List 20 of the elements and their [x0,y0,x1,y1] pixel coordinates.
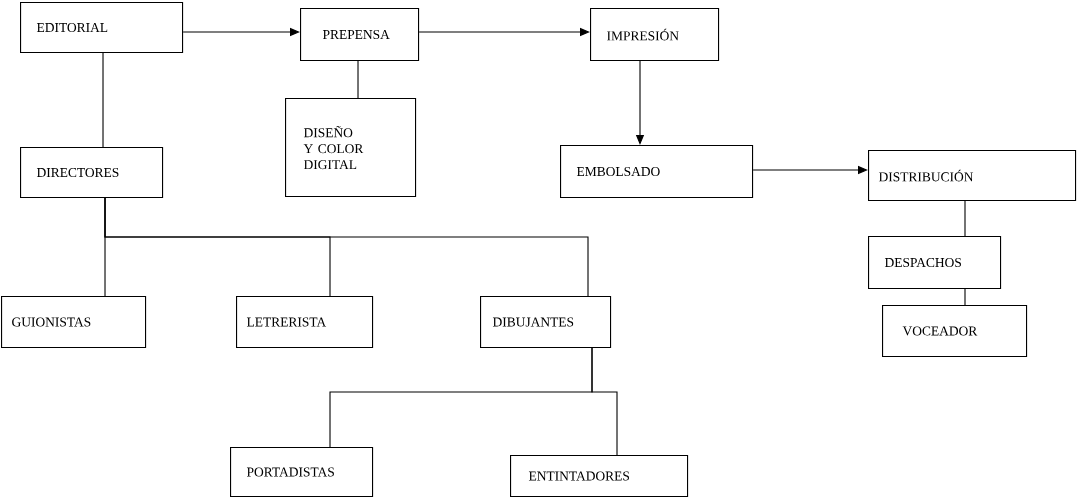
process-box: VOCEADOR [882,305,1028,358]
connector-line [357,60,359,99]
connector-line [104,197,589,297]
process-box: PREPENSA [300,8,420,62]
process-box: PORTADISTAS [230,447,374,497]
process-box: DIRECTORES [20,147,164,199]
process-box: DISTRIBUCIÓN [868,150,1077,202]
process-box: ENTINTADORES [510,455,689,497]
process-box: DISEÑO Y COLOR DIGITAL [285,98,417,198]
connector-line [964,288,966,306]
process-box: DIBUJANTES [480,296,612,349]
process-box: DESPACHOS [868,236,1002,290]
connector-line [102,52,104,148]
process-box: EDITORIAL [20,2,184,54]
connector-line [964,200,966,237]
process-box: IMPRESIÓN [590,8,720,62]
process-box: LETRERISTA [236,296,374,349]
process-box: EMBOLSADO [560,145,754,199]
process-box: GUIONISTAS [1,296,147,349]
connector-line [591,347,618,456]
